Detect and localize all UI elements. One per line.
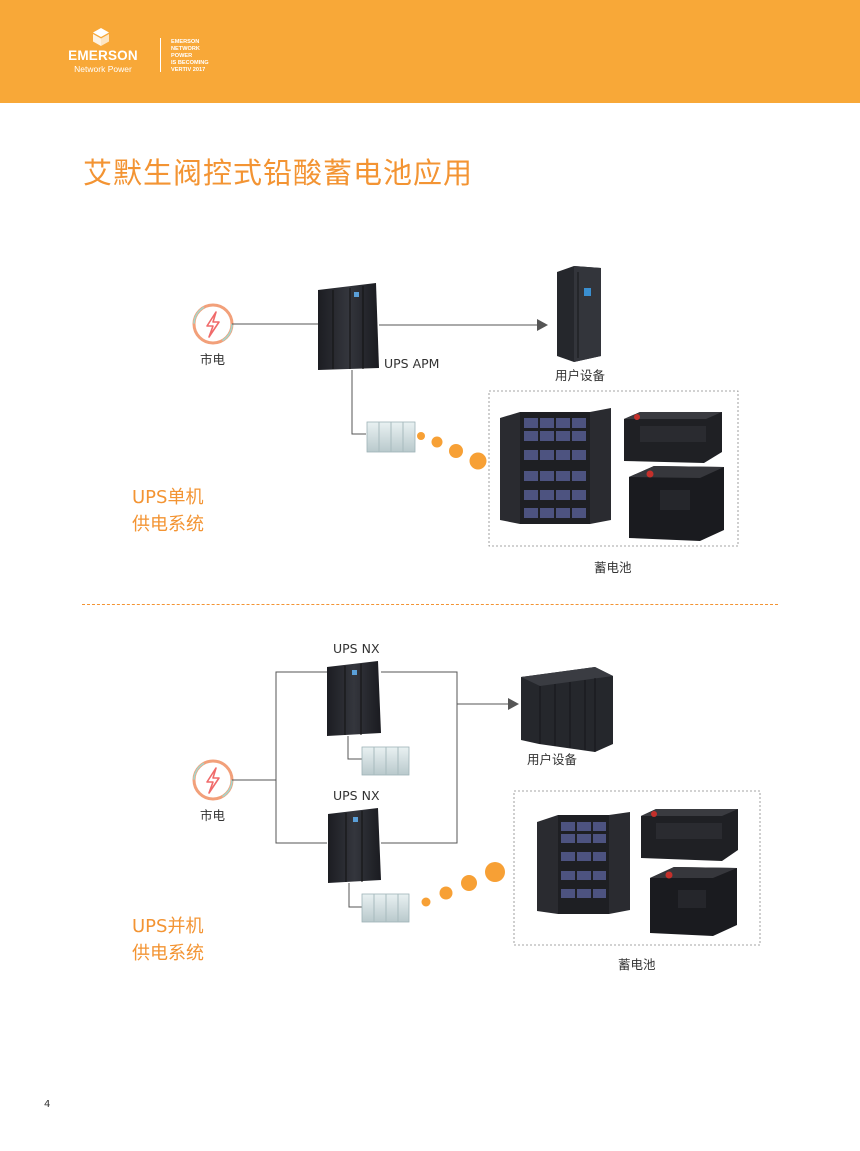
page-title: 艾默生阀控式铅酸蓄电池应用 (83, 156, 474, 190)
battery-unit-large (650, 867, 737, 936)
vertiv-line: IS BECOMING (171, 60, 209, 66)
system-title: UPS单机 供电系统 (132, 484, 204, 538)
vertiv-notice: EMERSON NETWORK POWER IS BECOMING VERTIV… (171, 39, 209, 74)
emerson-logo-icon (93, 28, 109, 46)
system-title: UPS并机 供电系统 (132, 913, 204, 967)
ups1-label: UPS NX (333, 641, 380, 656)
vertiv-line: NETWORK (171, 46, 200, 52)
system-title-line: UPS单机 (132, 487, 204, 508)
page-number: 4 (44, 1099, 51, 1110)
battery-pack (361, 893, 410, 923)
logo-name: EMERSON (68, 48, 138, 63)
battery-unit-large (629, 466, 724, 541)
emerson-logo: EMERSON Network Power (60, 28, 150, 78)
battery-pack (361, 746, 410, 776)
battery-label: 蓄电池 (594, 560, 632, 575)
vertiv-line: VERTIV 2017 (171, 67, 206, 73)
arrow-right-icon (508, 698, 519, 710)
ups2-label: UPS NX (333, 788, 380, 803)
page-header: EMERSON Network Power EMERSON NETWORK PO… (0, 0, 860, 103)
system-title-line: 供电系统 (132, 943, 204, 964)
power-lightning-icon (192, 303, 234, 345)
ups-label: UPS APM (384, 356, 440, 371)
ups-apm-cabinet (318, 283, 379, 370)
ups-nx-cabinet-2 (328, 808, 381, 883)
battery-unit-small (624, 412, 722, 463)
mains-label: 市电 (200, 808, 226, 823)
section-divider (82, 604, 778, 605)
battery-box (488, 390, 739, 547)
mains-label: 市电 (200, 352, 226, 367)
battery-cabinet (500, 408, 611, 524)
power-lightning-icon (192, 759, 234, 801)
user-equipment-racks (521, 667, 613, 752)
system-title-line: 供电系统 (132, 514, 204, 535)
battery-cabinet (537, 812, 630, 914)
arrow-right-icon (537, 319, 548, 331)
user-equipment-rack (557, 266, 601, 362)
vertiv-line: POWER (171, 53, 193, 59)
logo-divider (160, 38, 161, 72)
battery-unit-small (641, 809, 738, 861)
load-label: 用户设备 (527, 752, 578, 767)
vertiv-line: EMERSON (171, 39, 200, 45)
system-title-line: UPS并机 (132, 916, 204, 937)
battery-pack (366, 421, 416, 453)
battery-label: 蓄电池 (618, 957, 656, 972)
ups-nx-cabinet-1 (327, 661, 381, 736)
logo-subtitle: Network Power (74, 64, 132, 74)
load-label: 用户设备 (555, 368, 606, 383)
